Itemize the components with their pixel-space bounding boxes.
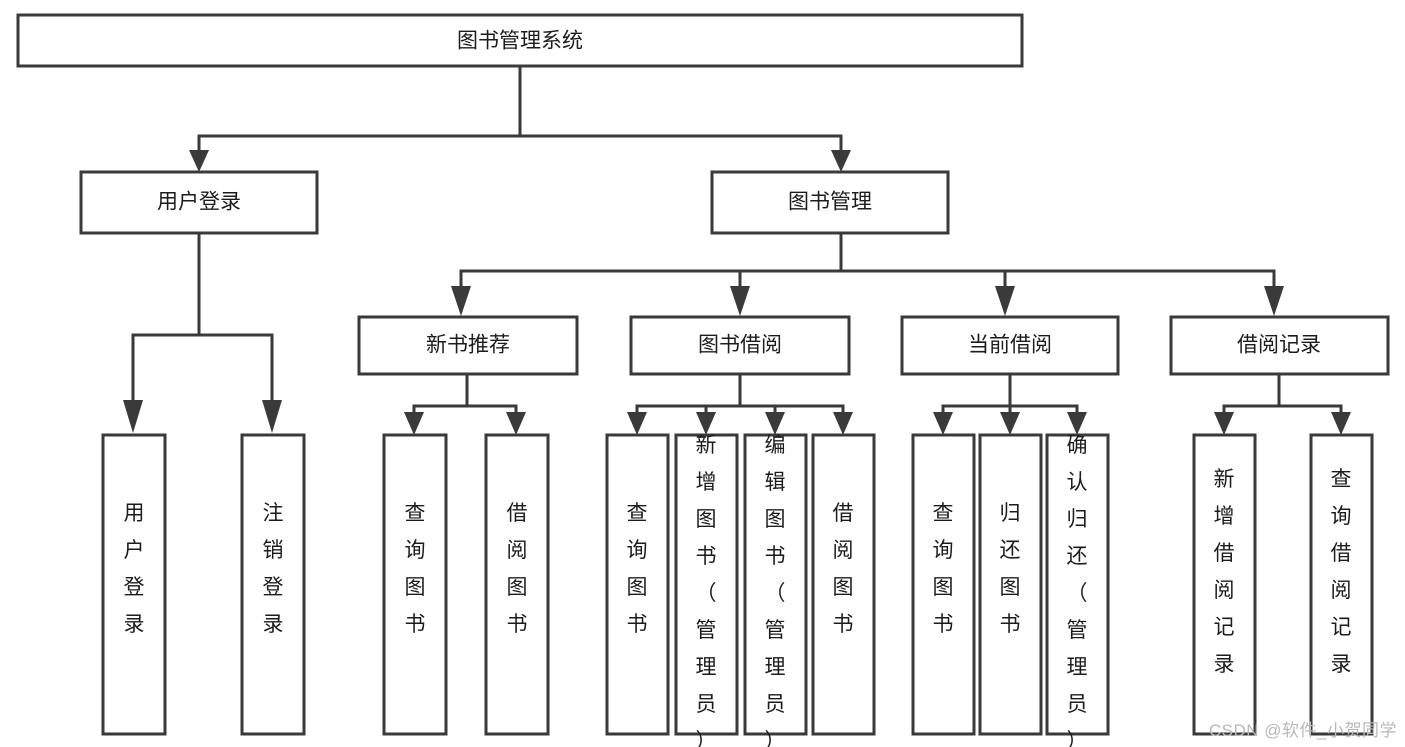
leaf-user-login-box[interactable] — [101, 433, 167, 736]
arrow-head-leaf-query-record — [1331, 412, 1351, 435]
leaf-edit-book[interactable]: 编辑图书（管理员） — [743, 433, 808, 747]
arrow-head-leaf-confirm-return — [1067, 412, 1087, 435]
watermark-text: CSDN @软件_小贺同学 — [1208, 721, 1397, 740]
leaf-borrow-book-b[interactable]: 借阅图书 — [811, 433, 876, 736]
arrow-head-leaf-user-login — [123, 400, 143, 433]
leaf-logout-box[interactable] — [240, 433, 306, 736]
leaf-query-record[interactable]: 查询借阅记录 — [1309, 433, 1374, 736]
leaf-borrow-book-b-label: 借阅图书 — [833, 502, 854, 636]
node-new-book-rec-label: 新书推荐 — [426, 334, 510, 357]
leaf-borrow-book-b-box[interactable] — [811, 433, 876, 736]
node-root-label: 图书管理系统 — [457, 30, 583, 53]
leaf-query-book-a-box[interactable] — [382, 433, 448, 736]
arrow-head-leaf-query-book-a — [404, 412, 424, 435]
leaf-edit-book-box[interactable] — [743, 433, 808, 736]
leaf-add-record-label: 新增借阅记录 — [1214, 468, 1235, 676]
node-book-borrow-box[interactable] — [629, 315, 851, 376]
leaf-user-login-label: 用户登录 — [124, 502, 145, 636]
node-book-mgmt-box[interactable] — [710, 170, 950, 235]
node-new-book-rec[interactable]: 新书推荐 — [357, 315, 579, 376]
leaf-user-login[interactable]: 用户登录 — [101, 433, 167, 736]
node-borrow-record[interactable]: 借阅记录 — [1169, 315, 1390, 376]
connector-layer — [123, 64, 1351, 435]
leaf-query-book-a-label: 查询图书 — [405, 502, 426, 636]
arrow-head-leaf-query-book-b — [627, 412, 647, 435]
leaf-add-record-box[interactable] — [1192, 433, 1257, 736]
leaf-query-record-label: 查询借阅记录 — [1331, 468, 1352, 676]
node-root[interactable]: 图书管理系统 — [16, 13, 1024, 68]
leaf-borrow-book-a-label: 借阅图书 — [507, 502, 528, 636]
arrow-head-book-borrow — [730, 286, 750, 316]
leaf-add-book-label: 新增图书（管理员） — [696, 434, 717, 747]
leaf-return-book-label: 归还图书 — [1000, 502, 1021, 636]
node-book-mgmt-label: 图书管理 — [788, 191, 872, 214]
leaf-confirm-return[interactable]: 确认归还（管理员） — [1045, 433, 1110, 747]
leaf-edit-book-label: 编辑图书（管理员） — [765, 434, 786, 747]
arrow-head-leaf-borrow-book-b — [833, 412, 853, 435]
arrow-head-current-borrow — [995, 286, 1015, 316]
leaf-return-book[interactable]: 归还图书 — [978, 433, 1043, 736]
leaf-return-book-box[interactable] — [978, 433, 1043, 736]
node-borrow-record-label: 借阅记录 — [1237, 334, 1321, 357]
arrow-head-leaf-logout — [262, 400, 282, 433]
leaf-confirm-return-box[interactable] — [1045, 433, 1110, 736]
node-user-login-box[interactable] — [79, 170, 319, 235]
leaf-query-book-b-label: 查询图书 — [627, 502, 648, 636]
leaf-query-book-c[interactable]: 查询图书 — [911, 433, 976, 736]
leaf-logout-label: 注销登录 — [263, 502, 284, 636]
leaf-add-record[interactable]: 新增借阅记录 — [1192, 433, 1257, 736]
arrow-head-borrow-record — [1264, 286, 1284, 316]
arrow-head-leaf-add-book — [696, 412, 716, 435]
leaf-logout[interactable]: 注销登录 — [240, 433, 306, 736]
node-book-borrow[interactable]: 图书借阅 — [629, 315, 851, 376]
arrow-head-leaf-return-book — [1000, 412, 1020, 435]
leaf-add-book[interactable]: 新增图书（管理员） — [674, 433, 739, 747]
leaf-add-book-box[interactable] — [674, 433, 739, 736]
arrow-head-leaf-edit-book — [765, 412, 785, 435]
node-book-borrow-label: 图书借阅 — [698, 334, 782, 357]
leaf-query-book-a[interactable]: 查询图书 — [382, 433, 448, 736]
arrow-head-leaf-query-book-c — [933, 412, 953, 435]
node-user-login[interactable]: 用户登录 — [79, 170, 319, 235]
leaf-query-book-b[interactable]: 查询图书 — [605, 433, 670, 736]
arrow-head-leaf-add-record — [1214, 412, 1234, 435]
leaf-borrow-book-a[interactable]: 借阅图书 — [484, 433, 550, 736]
node-book-mgmt[interactable]: 图书管理 — [710, 170, 950, 235]
arrow-head-user-login — [189, 150, 209, 172]
node-current-borrow-box[interactable] — [900, 315, 1120, 376]
node-root-box[interactable] — [16, 13, 1024, 68]
arrow-head-new-book-rec — [451, 286, 471, 316]
leaf-borrow-book-a-box[interactable] — [484, 433, 550, 736]
leaf-query-record-box[interactable] — [1309, 433, 1374, 736]
leaf-query-book-c-label: 查询图书 — [933, 502, 954, 636]
leaf-query-book-b-box[interactable] — [605, 433, 670, 736]
leaf-query-book-c-box[interactable] — [911, 433, 976, 736]
node-user-login-label: 用户登录 — [157, 191, 241, 214]
node-new-book-rec-box[interactable] — [357, 315, 579, 376]
arrow-head-leaf-borrow-book-a — [506, 412, 526, 435]
leaf-confirm-return-label: 确认归还（管理员） — [1067, 434, 1088, 747]
node-current-borrow[interactable]: 当前借阅 — [900, 315, 1120, 376]
node-borrow-record-box[interactable] — [1169, 315, 1390, 376]
arrow-head-book-mgmt — [831, 150, 851, 172]
node-current-borrow-label: 当前借阅 — [968, 334, 1052, 357]
